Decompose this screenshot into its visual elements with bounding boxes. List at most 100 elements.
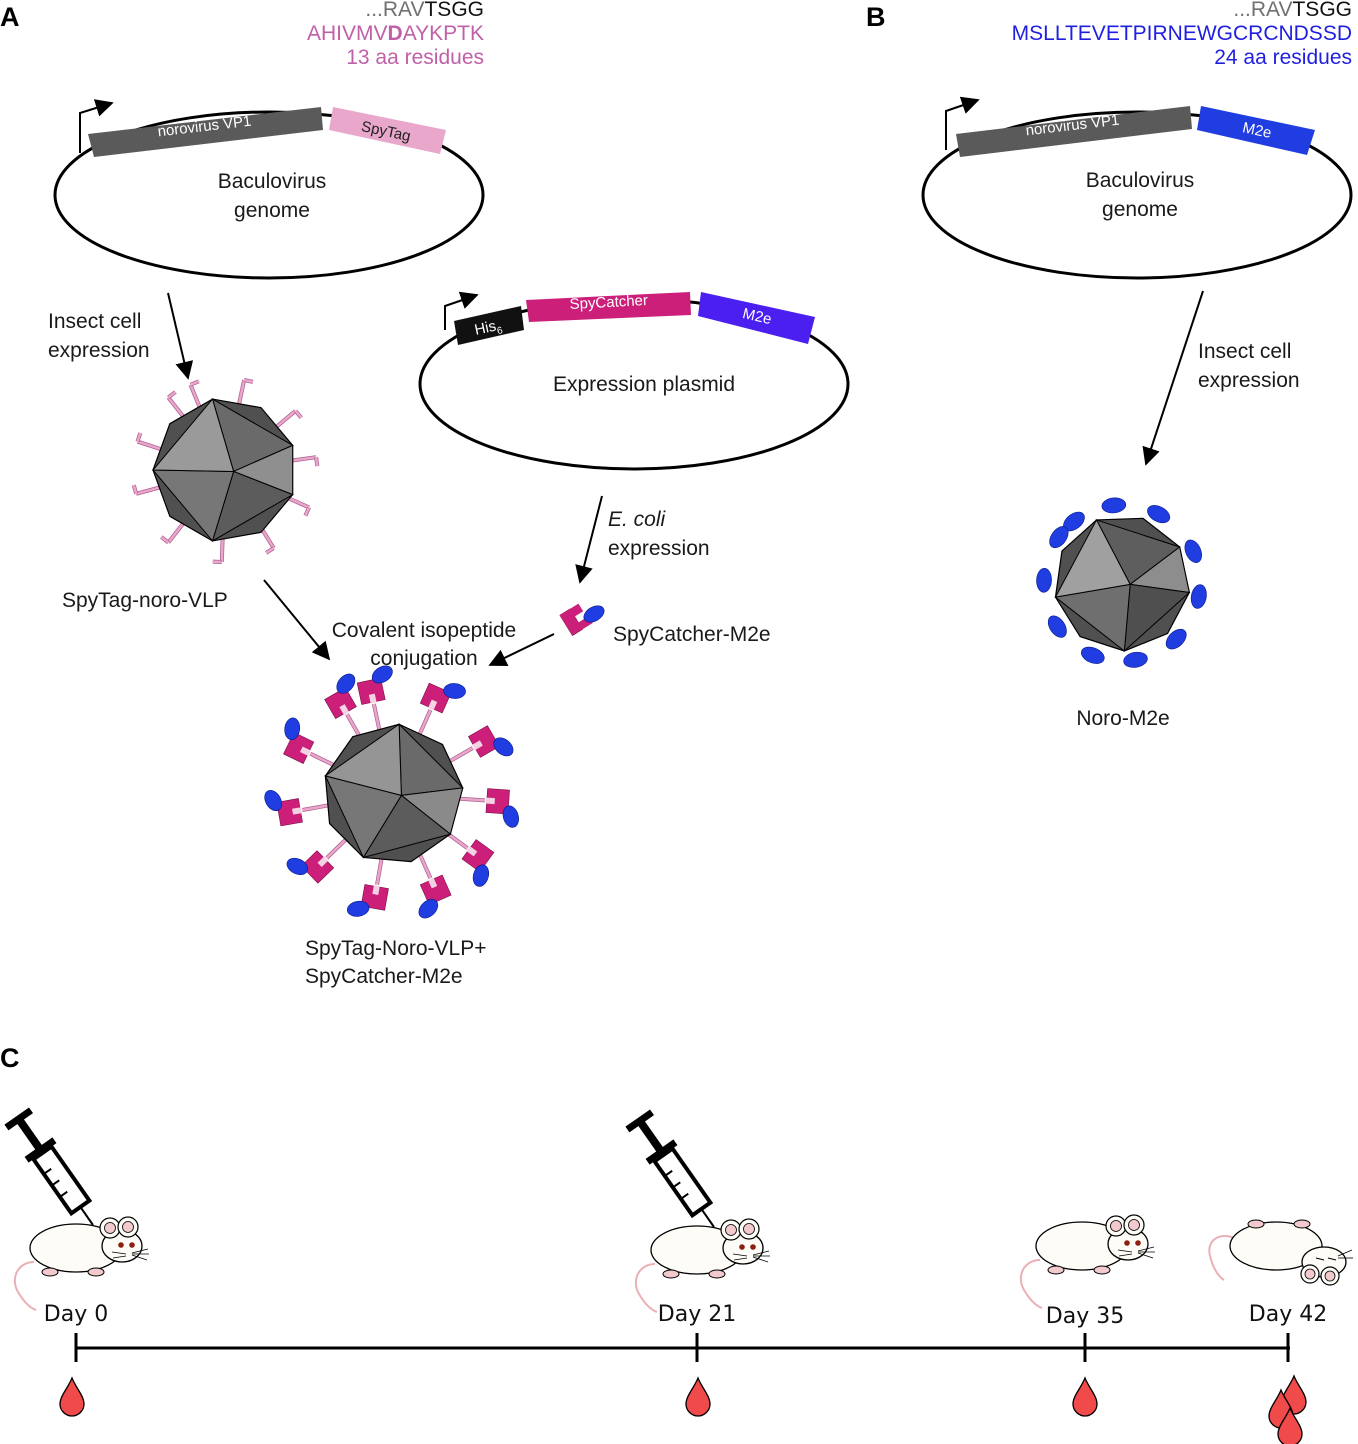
spycatcher-m2e-protein [559,603,605,636]
m2e-residues: 24 aa residues [1214,46,1352,69]
seq-suffix: TSGG [424,0,484,21]
arrow-catcher-to-conjugate [488,633,555,667]
conj-stalk-fill [345,713,362,738]
expression-plasmid: His6 SpyCatcher M2e Expression plasmid [418,291,850,471]
spycatcher-notch [372,885,380,895]
baculovirus-genome-a: norovirus VP1 SpyTag Baculovirus genome [53,99,485,280]
promoter-arrow-a [79,99,114,153]
syringe-day-0 [0,1104,109,1237]
conj-stalk-fill [418,853,432,879]
promoter-arrow-plasmid [444,291,479,330]
m2e-blob [1047,615,1067,638]
ecoli-expression-label: expression [608,537,710,560]
spytag-hook-fill [304,506,311,517]
m2e-gene-segment-plasmid: M2e [698,292,815,344]
spycatcher-block [467,725,500,758]
noro-m2e-vlp [1036,497,1207,668]
m2e-gene-label-b: M2e [1241,119,1273,142]
panel-a-seq-line1: ...RAVTSGG [365,0,484,21]
seq-suffix-b: TSGG [1292,0,1352,21]
syringe-day-21 [621,1106,730,1239]
spycatcher-notch [485,797,495,805]
m2e-blob [443,683,466,699]
spycatcher-notch [472,740,483,751]
panel-a-letter: A [0,2,20,32]
conj-stalk-fill [445,831,469,850]
spytag-stalk-fill [259,527,275,549]
conjugation-label-line1: Covalent isopeptide [332,619,516,642]
baculovirus-label-b-line1: Baculovirus [1086,169,1195,192]
spycatcher-notch [428,877,438,889]
m2e-blob [472,864,490,887]
mouse-day-42-sacrificed [1208,1219,1353,1286]
conj-stalk-fill [325,838,347,859]
spytag-stalk-fill [167,396,185,418]
arrow-insect-expression-a [167,292,194,380]
spycatcher-block [283,731,315,764]
arrow-insect-expression-b [1142,290,1204,466]
day-21-label: Day 21 [658,1302,736,1327]
baculovirus-genome-b: norovirus VP1 M2e Baculovirus genome [921,96,1353,280]
final-product-label-line2: SpyCatcher-M2e [305,965,463,988]
vp1-gene-segment-a: norovirus VP1 [88,107,323,157]
spycatcher-gene-segment: SpyCatcher [526,292,691,322]
m2e-blob [1190,584,1207,609]
spytag-stalk-fill [237,379,246,404]
spycatcher-block [276,798,303,827]
spytag-hook-fill [243,378,254,384]
m2e-blob [418,899,439,919]
m2e-blob [493,737,514,757]
baculovirus-label-a-line2: genome [234,199,310,222]
baculovirus-label-a-line1: Baculovirus [218,170,327,193]
panel-b-seq-line1: ...RAVTSGG [1233,0,1352,21]
spycatcher-notch [466,846,478,857]
m2e-blob [286,857,309,876]
insect-expression-a-line1: Insect cell [48,310,141,333]
noro-m2e-label: Noro-M2e [1076,707,1169,730]
m2e-gene-segment-b: M2e [1197,106,1315,155]
spytag-stalk-fill [286,496,310,509]
m2e-blob [1123,651,1148,668]
spytag-hook-fill [190,380,200,386]
expression-plasmid-label: Expression plasmid [553,373,735,396]
spytag-stalk-fill [276,409,297,428]
spytag-seq-bold: D [388,22,403,45]
conjugation-label-line2: conjugation [370,647,477,670]
spytag-sequence: AHIVMVDAYKPTK [307,22,484,45]
spytag-residues: 13 aa residues [346,46,484,69]
spycatcher-block [324,687,357,720]
m2e-blob [284,717,301,741]
day-35-label: Day 35 [1046,1304,1124,1329]
conj-stalk-fill [375,858,383,885]
spycatcher-block [485,788,510,815]
baculovirus-label-b-line2: genome [1102,198,1178,221]
insect-expression-b-line2: expression [1198,369,1300,392]
m2e-blob [502,805,519,828]
m2e-blob [1147,505,1171,524]
mouse-day-21 [634,1218,771,1313]
spytag-hook-fill [160,535,170,544]
blood-drop-day-35 [1072,1377,1098,1417]
spytag-stalk-fill [137,440,161,451]
spycatcher-notch [368,693,377,704]
spytag-stalk-fill [292,455,317,462]
spycatcher-block [419,874,452,906]
capsid-facet [1054,518,1131,598]
spytag-noro-vlp-label: SpyTag-noro-VLP [62,589,228,612]
spytag-stalk-fill [135,486,160,496]
m2e-blob [1081,646,1105,664]
seq-prefix-b: ...RAV [1233,0,1292,21]
promoter-arrow-b [945,96,980,150]
spytag-stalk-fill [189,384,201,408]
m2e-blob [1184,539,1202,563]
spycatcher-notch [300,746,311,756]
spycatcher-block [360,884,389,911]
spycatcher-notch [292,807,302,815]
conj-stalk-fill [418,709,432,735]
m2e-blob [1165,628,1187,650]
spytag-hook-fill [294,410,303,419]
m2e-blob [264,790,282,812]
spytag-hook-fill [265,546,275,554]
seq-prefix: ...RAV [365,0,424,21]
m2e-gene-label-plasmid: M2e [741,305,773,328]
